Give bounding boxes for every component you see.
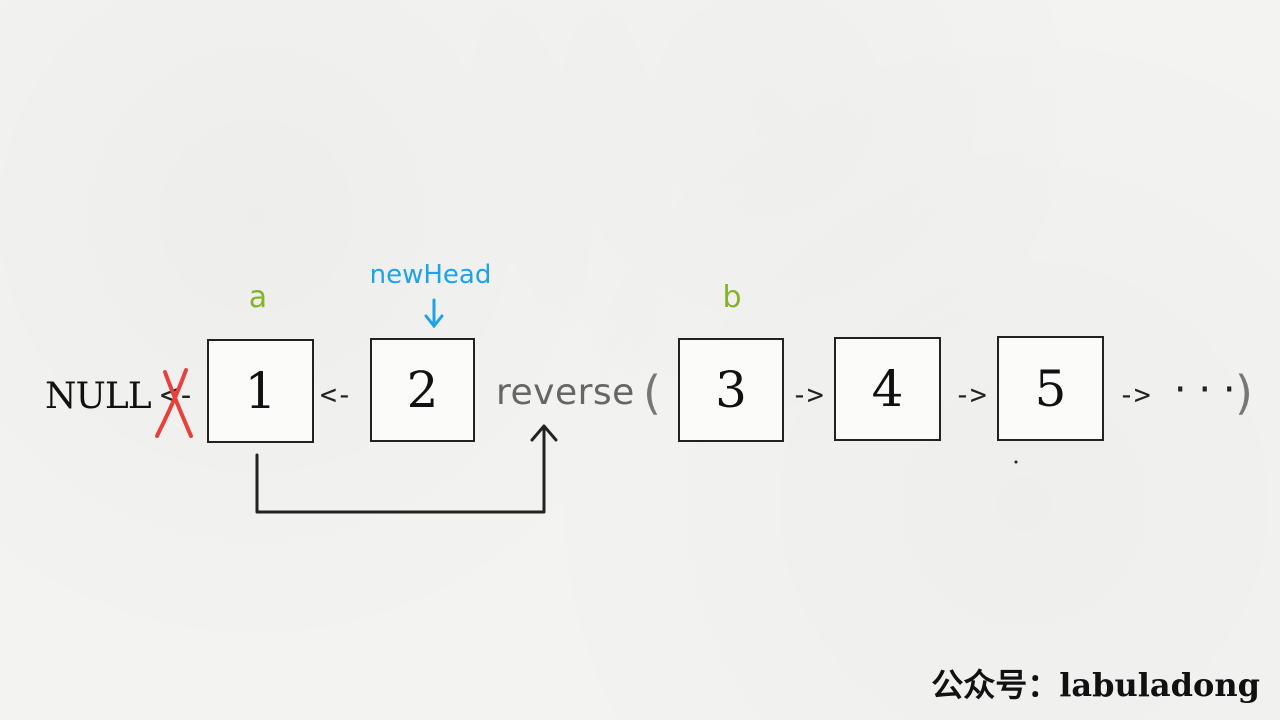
open-paren: ( <box>643 366 661 420</box>
null-label: NULL <box>45 376 152 417</box>
new-head-pointer-icon <box>424 298 444 329</box>
forward-arrow: -> <box>791 378 824 411</box>
node-5: 5 <box>997 336 1104 441</box>
node-3: 3 <box>678 338 784 442</box>
ellipsis: ··· <box>1170 370 1244 410</box>
close-paren: ) <box>1235 366 1253 420</box>
label-b: b <box>722 280 742 315</box>
node-2: 2 <box>370 338 475 442</box>
cross-mark-icon <box>155 368 193 438</box>
ink-dot <box>1014 460 1018 464</box>
node-4: 4 <box>834 337 941 441</box>
label-new-head: newHead <box>369 260 492 290</box>
back-arrow: <- <box>320 378 353 411</box>
connector-arrow <box>255 424 558 514</box>
label-a: a <box>248 280 268 315</box>
forward-arrow: -> <box>954 378 987 411</box>
reverse-call: reverse <box>496 372 635 413</box>
node-1: 1 <box>207 339 314 443</box>
watermark: 公众号：labuladong <box>931 666 1260 704</box>
forward-arrow: -> <box>1118 378 1151 411</box>
